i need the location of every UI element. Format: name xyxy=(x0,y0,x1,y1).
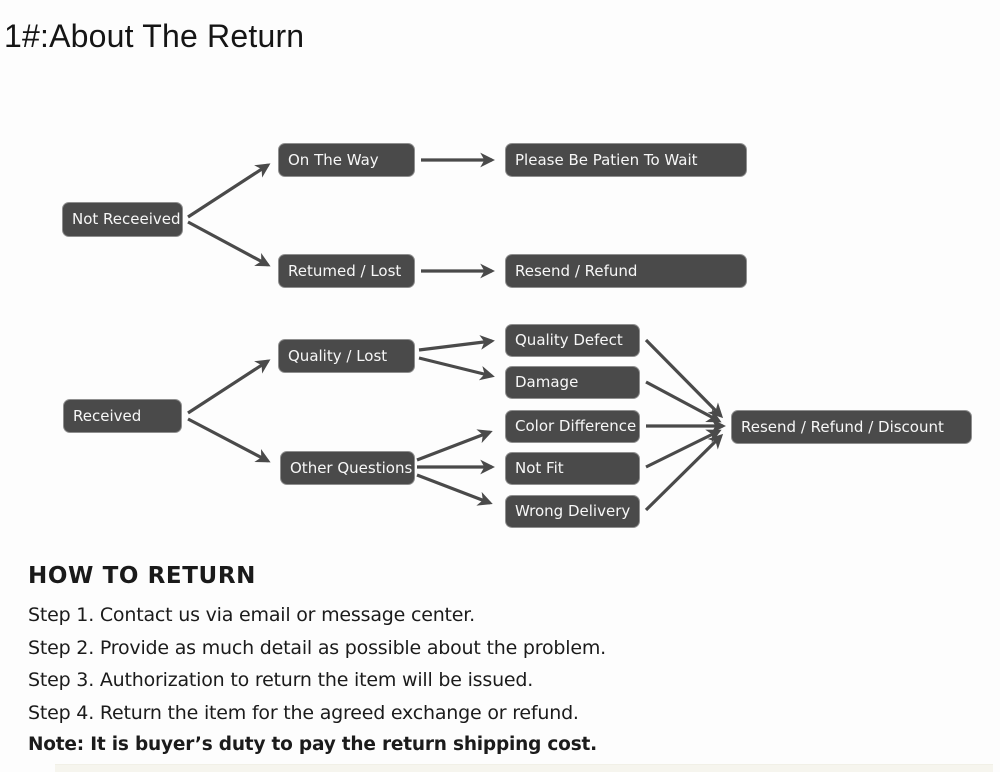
flow-node-other-questions: Other Questions xyxy=(280,451,415,485)
edge-received-other-questions xyxy=(187,417,271,463)
return-step-1: Step 1. Contact us via email or message … xyxy=(28,604,475,626)
edge-received-quality-lost xyxy=(187,359,271,415)
flow-node-please-wait: Please Be Patien To Wait xyxy=(505,143,747,177)
how-to-return-heading: HOW TO RETURN xyxy=(28,563,256,589)
edge-quality-defect-final xyxy=(644,338,724,419)
bottom-strip xyxy=(55,764,993,772)
edge-not-received-returned-lost xyxy=(187,220,271,267)
return-step-2: Step 2. Provide as much detail as possib… xyxy=(28,636,606,659)
flow-node-on-the-way: On The Way xyxy=(278,143,415,177)
return-flowchart: Not Receeived On The Way Please Be Patie… xyxy=(62,143,972,528)
edge-not-fit-final xyxy=(645,429,722,469)
flow-node-not-received: Not Receeived xyxy=(62,202,183,237)
flow-node-returned-lost: Retumed / Lost xyxy=(278,254,415,288)
flow-node-quality-lost: Quality / Lost xyxy=(278,339,415,373)
flow-node-resend-refund: Resend / Refund xyxy=(505,254,747,288)
flow-node-color-difference: Color Difference xyxy=(505,410,640,443)
return-step-3: Step 3. Authorization to return the item… xyxy=(28,669,534,692)
edge-other-questions-wrong-delivery xyxy=(416,473,493,506)
flow-node-wrong-delivery: Wrong Delivery xyxy=(505,495,640,528)
flow-node-quality-defect: Quality Defect xyxy=(505,324,640,357)
flowchart-arrows xyxy=(187,152,726,512)
edge-other-questions-color-difference xyxy=(416,429,493,462)
edge-damage-final xyxy=(645,380,722,423)
edge-wrong-delivery-final xyxy=(644,433,724,512)
edge-not-received-on-the-way xyxy=(187,163,271,219)
page-title: 1#:About The Return xyxy=(4,18,305,54)
flow-node-not-fit: Not Fit xyxy=(505,452,640,485)
how-to-return-section: HOW TO RETURN Step 1. Contact us via ema… xyxy=(28,563,606,762)
edge-quality-lost-quality-defect xyxy=(418,335,495,352)
return-note: Note: It is buyer’s duty to pay the retu… xyxy=(28,734,597,756)
edge-quality-lost-damage xyxy=(418,356,495,381)
flow-node-received: Received xyxy=(63,399,182,433)
flow-node-damage: Damage xyxy=(505,366,640,399)
flow-node-resend-refund-discount: Resend / Refund / Discount xyxy=(731,410,972,444)
return-step-4: Step 4. Return the item for the agreed e… xyxy=(28,701,579,724)
